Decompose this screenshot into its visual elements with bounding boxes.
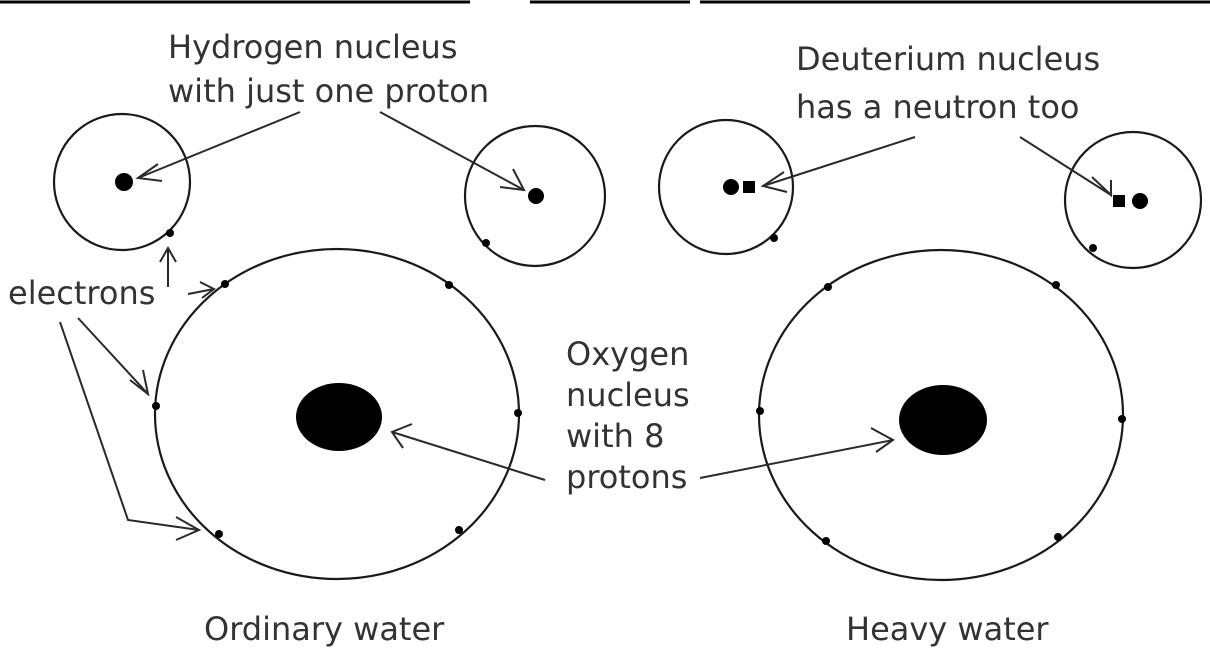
- deuterium-label-line2: has a neutron too: [796, 88, 1080, 126]
- oxygen-label-line2: nucleus: [566, 376, 690, 414]
- oxygen-electron: [445, 281, 453, 289]
- oxygen-electron: [514, 409, 522, 417]
- hydrogen-proton-left: [115, 173, 133, 191]
- deuterium-label-line1: Deuterium nucleus: [796, 40, 1100, 78]
- oxygen-atom-right: [756, 250, 1126, 580]
- ordinary-water-caption: Ordinary water: [204, 610, 445, 648]
- arrow-hydrogen-right: [380, 112, 524, 190]
- labels: Hydrogen nucleus with just one proton De…: [8, 28, 1100, 648]
- oxygen-electron: [1052, 281, 1060, 289]
- electrons-label: electrons: [8, 274, 155, 312]
- hydrogen-label-line2: with just one proton: [168, 72, 489, 110]
- arrow-deuterium-left: [763, 137, 915, 186]
- oxygen-electron: [215, 530, 223, 538]
- deuterium-proton-left: [723, 179, 739, 195]
- oxygen-atom-left: [152, 249, 522, 579]
- oxygen-electron: [455, 526, 463, 534]
- arrow-electron-oxygen-bottom: [60, 322, 199, 530]
- deuterium-neutron-left: [743, 181, 755, 193]
- heavy-water-caption: Heavy water: [846, 610, 1049, 648]
- arrowhead: [1092, 177, 1111, 195]
- deuterium-electron-right: [1089, 244, 1097, 252]
- oxygen-label-line1: Oxygen: [566, 335, 689, 373]
- oxygen-electron: [221, 280, 229, 288]
- hydrogen-proton-right: [528, 188, 544, 204]
- deuterium-proton-right: [1132, 193, 1148, 209]
- hydrogen-electron-left: [166, 229, 174, 237]
- oxygen-label-line3: with 8: [566, 417, 664, 455]
- hydrogen-atom-right: [465, 126, 605, 266]
- hydrogen-label-line1: Hydrogen nucleus: [168, 28, 457, 66]
- hydrogen-atom-left: [54, 114, 190, 250]
- arrow-oxygen-right: [700, 440, 893, 478]
- heavy-water-molecule: [659, 120, 1201, 580]
- oxygen-electron: [824, 283, 832, 291]
- ordinary-water-molecule: [54, 114, 605, 579]
- oxygen-nucleus-right: [899, 385, 987, 455]
- oxygen-electron: [1054, 533, 1062, 541]
- deuterium-electron-left: [770, 234, 778, 242]
- oxygen-electron: [152, 402, 160, 410]
- arrow-electron-oxygen-left: [78, 318, 148, 394]
- deuterium-atom-left: [659, 120, 793, 254]
- arrow-hydrogen-left: [138, 112, 300, 178]
- deuterium-atom-right: [1065, 132, 1201, 268]
- deuterium-neutron-right: [1113, 195, 1125, 207]
- oxygen-label-line4: protons: [566, 458, 687, 496]
- oxygen-electron: [1118, 415, 1126, 423]
- oxygen-electron: [756, 407, 764, 415]
- arrow-oxygen-left: [392, 432, 545, 480]
- oxygen-electron: [822, 537, 830, 545]
- hydrogen-electron-right: [482, 239, 490, 247]
- oxygen-nucleus-left: [296, 383, 382, 451]
